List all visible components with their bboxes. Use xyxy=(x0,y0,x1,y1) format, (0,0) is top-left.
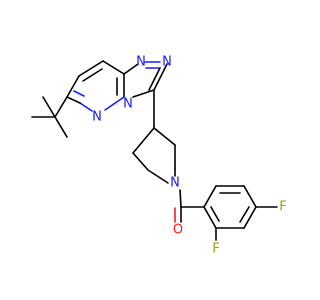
triazole-ring xyxy=(123,61,168,98)
bond-py-c6-c5 xyxy=(66,75,80,98)
atom-label-n-triazole-top-right: N xyxy=(162,55,172,70)
atom-label-n-triazole-top-left: N xyxy=(136,55,146,70)
atom-labels: N N N N N O F F xyxy=(92,55,287,257)
atom-label-n-pyridazine: N xyxy=(92,110,102,125)
atom-label-n-piperidine: N xyxy=(170,176,180,191)
atom-label-n-bridge: N xyxy=(123,97,133,112)
bond-py-n2-c6 xyxy=(66,96,81,104)
atom-label-f-para: F xyxy=(279,200,286,215)
difluorophenyl-ring xyxy=(203,185,278,241)
bond-n-carbonyl xyxy=(179,189,182,208)
bond-py-c4-c3a xyxy=(102,60,125,75)
bond-py-n-bridge-n1 xyxy=(104,96,125,111)
piperidine-ring xyxy=(132,127,176,184)
bond-ar-c4-c5 xyxy=(243,206,257,229)
bond-py-c5-c4-double xyxy=(82,68,103,82)
bond-pip-c4-c3 xyxy=(153,127,176,146)
bond-tz-n-c3 xyxy=(153,63,168,91)
tert-butyl-group xyxy=(31,96,68,138)
bond-ar-c6-c1-double xyxy=(210,206,220,222)
bond-ar-c1-c2 xyxy=(203,185,217,208)
bond-tz-c3a-n-top xyxy=(123,63,139,75)
bond-pip-n-c6 xyxy=(147,169,169,184)
molecule-structure-diagram: N N N N N O F F xyxy=(31,55,287,257)
bond-ar-c6-c1 xyxy=(203,206,217,229)
bond-py-n2-c6-double xyxy=(73,90,85,97)
bond-tbu-c-quaternary-ring xyxy=(54,96,68,118)
bond-py-c5-c4 xyxy=(78,60,104,77)
bond-pip-c5-c4 xyxy=(132,127,155,154)
bond-ar-c4-c5-double xyxy=(239,206,250,223)
bond-tz-c3-n-bridge xyxy=(132,89,155,98)
bond-py-n1-n2 xyxy=(79,102,93,112)
atom-label-f-ortho: F xyxy=(212,242,219,257)
pyridazine-ring xyxy=(66,60,125,112)
bond-ar-c3-c4 xyxy=(243,185,257,208)
bond-pip-c6-c5 xyxy=(132,152,149,171)
bond-tbu-methyl-top xyxy=(42,96,56,118)
atom-label-o-carbonyl: O xyxy=(173,223,183,238)
bond-tz-n-c3-double xyxy=(148,67,161,91)
amide-group xyxy=(174,189,205,223)
bond-tbu-methyl-right xyxy=(54,116,68,138)
